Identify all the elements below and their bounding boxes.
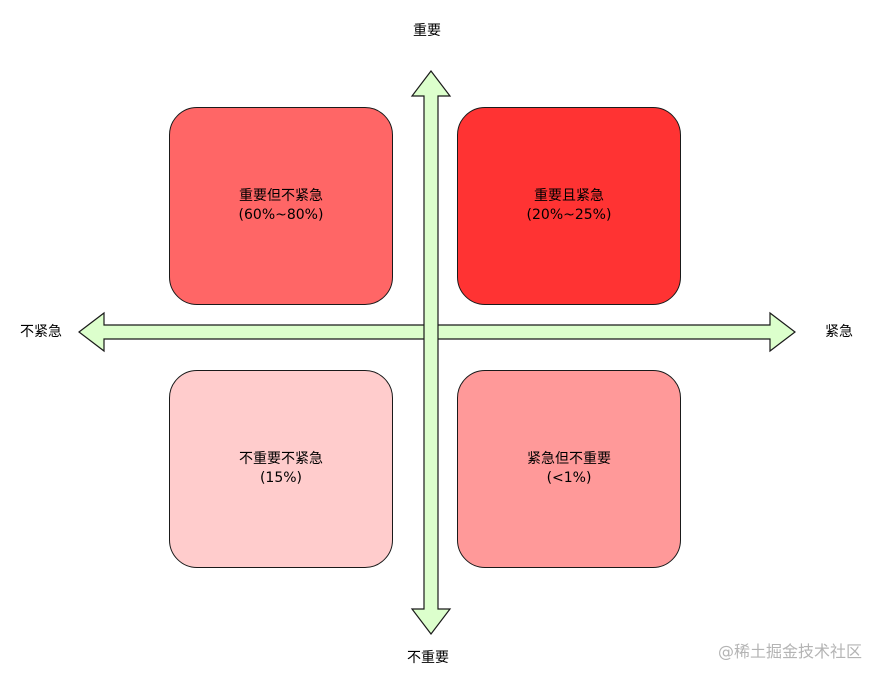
- quadrant-urgent-not-important: 紧急但不重要 (<1%): [457, 370, 681, 568]
- vertical-axis-arrow: [410, 70, 452, 635]
- axis-label-not-urgent: 不紧急: [20, 324, 62, 340]
- quadrant-important-and-urgent: 重要且紧急 (20%~25%): [457, 107, 681, 305]
- quadrant-share: (<1%): [546, 470, 592, 486]
- quadrant-important-not-urgent: 重要但不紧急 (60%~80%): [169, 107, 393, 305]
- axis-label-not-important: 不重要: [407, 650, 449, 666]
- quadrant-title: 重要但不紧急: [239, 188, 323, 204]
- quadrant-share: (60%~80%): [238, 207, 324, 223]
- quadrant-share: (20%~25%): [526, 207, 612, 223]
- quadrant-title: 不重要不紧急: [239, 451, 323, 467]
- quadrant-title: 重要且紧急: [534, 188, 604, 204]
- quadrant-share: (15%): [259, 470, 303, 486]
- quadrant-not-important-not-urgent: 不重要不紧急 (15%): [169, 370, 393, 568]
- axis-label-important: 重要: [413, 23, 441, 39]
- axis-label-urgent: 紧急: [825, 324, 853, 340]
- watermark: @稀土掘金技术社区: [717, 642, 862, 661]
- quadrant-title: 紧急但不重要: [527, 451, 611, 467]
